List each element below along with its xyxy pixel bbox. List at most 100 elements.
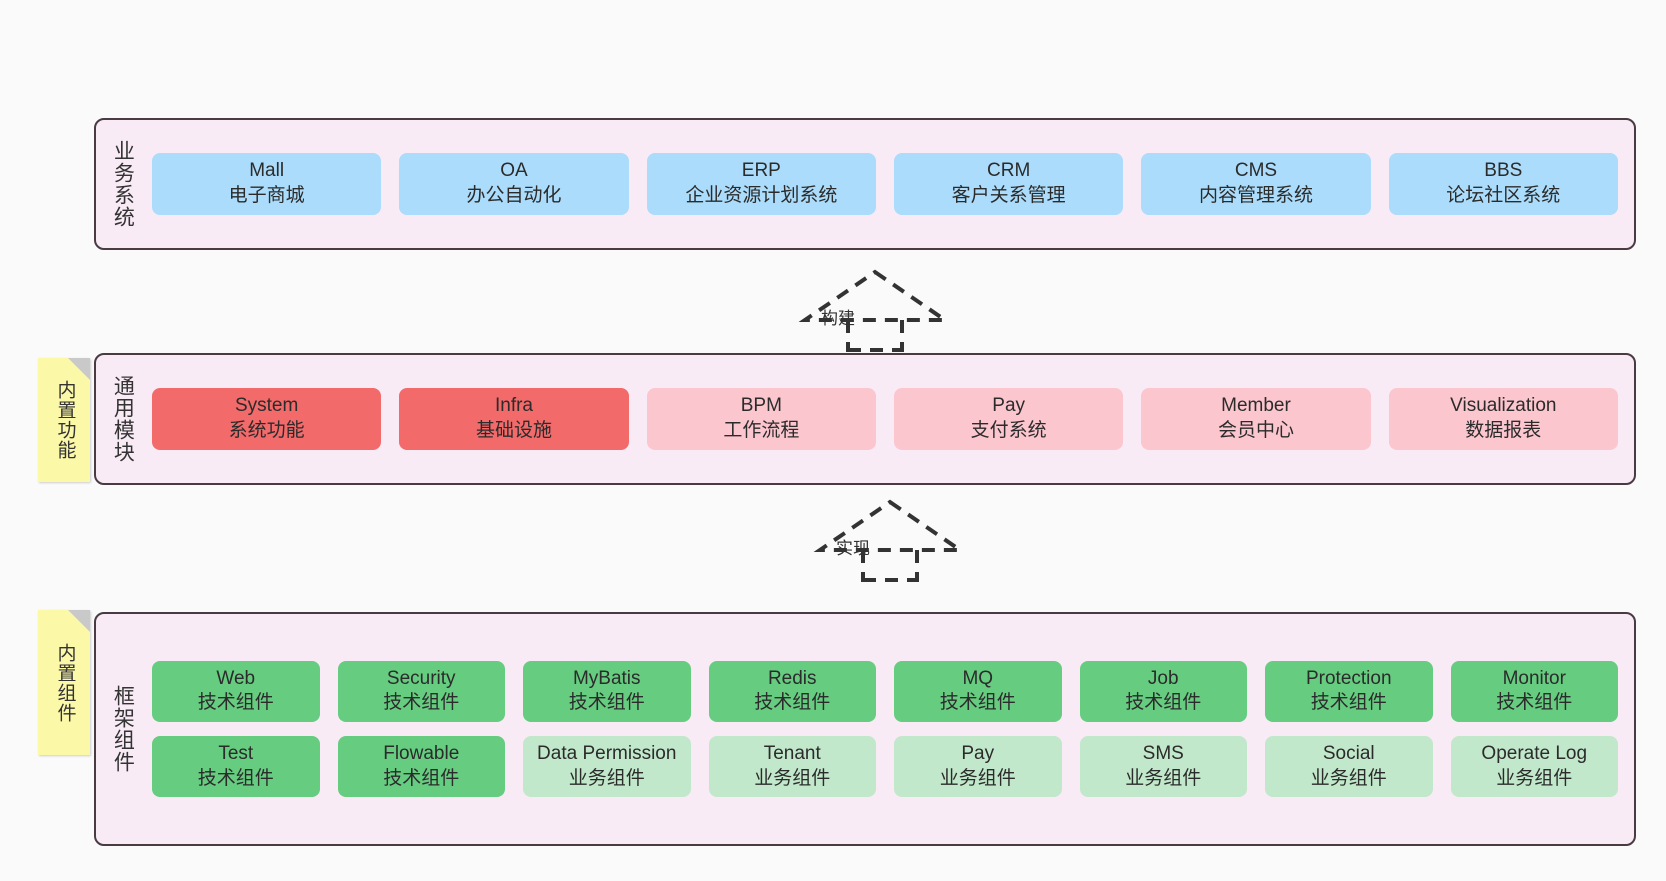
card-pay-business[interactable]: Pay 业务组件	[894, 736, 1062, 798]
card-mq[interactable]: MQ 技术组件	[894, 660, 1062, 722]
card-title: Tenant	[763, 743, 821, 764]
card-visualization[interactable]: Visualization 数据报表	[1388, 388, 1618, 450]
connector-label-build: 构建	[821, 309, 855, 328]
card-subtitle: 技术组件	[754, 692, 831, 714]
card-subtitle: 业务组件	[754, 767, 831, 789]
card-flowable[interactable]: Flowable 技术组件	[337, 736, 505, 798]
card-bbs[interactable]: BBS 论坛社区系统	[1388, 153, 1618, 215]
card-sms[interactable]: SMS 业务组件	[1079, 736, 1247, 798]
card-row: System 系统功能 Infra 基础设施 BPM 工作流程 Pay 支付系统…	[152, 388, 1618, 450]
connector-implement: 实现	[813, 498, 967, 582]
card-subtitle: 企业资源计划系统	[685, 185, 838, 206]
card-title: Visualization	[1450, 395, 1557, 417]
card-mybatis[interactable]: MyBatis 技术组件	[523, 660, 691, 722]
card-row: Web 技术组件 Security 技术组件 MyBatis 技术组件 Redi…	[152, 660, 1618, 722]
folded-corner-icon	[68, 358, 90, 380]
card-monitor[interactable]: Monitor 技术组件	[1450, 660, 1618, 722]
card-title: Member	[1221, 395, 1291, 417]
card-subtitle: 业务组件	[1496, 767, 1573, 789]
card-subtitle: 技术组件	[1496, 692, 1573, 714]
card-subtitle: 支付系统	[970, 420, 1047, 441]
card-pay[interactable]: Pay 支付系统	[893, 388, 1124, 450]
card-mall[interactable]: Mall 电子商城	[152, 153, 382, 215]
generalization-arrow-icon	[813, 499, 967, 582]
layer-common-module: 通用模块 System 系统功能 Infra 基础设施 BPM 工作流程 Pay…	[94, 353, 1636, 485]
card-title: OA	[500, 160, 528, 182]
card-subtitle: 技术组件	[939, 692, 1016, 714]
card-web[interactable]: Web 技术组件	[152, 660, 320, 722]
card-title: Test	[218, 743, 254, 764]
card-subtitle: 技术组件	[197, 692, 274, 714]
card-protection[interactable]: Protection 技术组件	[1265, 660, 1433, 722]
sticky-note-label: 内置功能	[54, 380, 76, 460]
card-subtitle: 基础设施	[475, 420, 552, 441]
card-title: ERP	[741, 160, 781, 182]
card-subtitle: 会员中心	[1217, 420, 1294, 441]
card-subtitle: 数据报表	[1465, 420, 1542, 441]
layer-label-business-system: 业务系统	[111, 140, 135, 228]
card-security[interactable]: Security 技术组件	[337, 660, 505, 722]
card-subtitle: 业务组件	[1125, 767, 1202, 789]
card-subtitle: 技术组件	[1125, 692, 1202, 714]
layer-label-common-module: 通用模块	[111, 375, 135, 463]
card-oa[interactable]: OA 办公自动化	[399, 153, 629, 215]
card-social[interactable]: Social 业务组件	[1265, 736, 1433, 798]
card-title: Mall	[249, 160, 285, 182]
layer-body-business-system: Mall 电子商城 OA 办公自动化 ERP 企业资源计划系统 CRM 客户关系…	[148, 120, 1634, 248]
card-tenant[interactable]: Tenant 业务组件	[708, 736, 876, 798]
card-job[interactable]: Job 技术组件	[1079, 660, 1247, 722]
layer-framework-component: 框架组件 Web 技术组件 Security 技术组件 MyBatis 技术组件…	[94, 612, 1636, 846]
card-erp[interactable]: ERP 企业资源计划系统	[646, 153, 876, 215]
card-row: Mall 电子商城 OA 办公自动化 ERP 企业资源计划系统 CRM 客户关系…	[152, 153, 1618, 215]
card-title: Social	[1322, 743, 1375, 764]
card-subtitle: 技术组件	[383, 692, 460, 714]
generalization-arrow-icon	[798, 269, 952, 352]
card-title: CRM	[987, 160, 1031, 182]
sticky-note-label: 内置组件	[54, 642, 76, 723]
card-title: Monitor	[1502, 667, 1566, 689]
card-title: Security	[386, 667, 456, 689]
layer-business-system: 业务系统 Mall 电子商城 OA 办公自动化 ERP 企业资源计划系统 CRM…	[94, 118, 1636, 250]
card-subtitle: 客户关系管理	[951, 185, 1066, 206]
card-title: Protection	[1305, 667, 1392, 689]
card-system[interactable]: System 系统功能	[152, 388, 382, 450]
card-crm[interactable]: CRM 客户关系管理	[893, 153, 1124, 215]
card-title: Pay	[992, 395, 1026, 417]
card-subtitle: 业务组件	[939, 767, 1016, 789]
card-subtitle: 技术组件	[383, 767, 460, 789]
card-title: CMS	[1234, 160, 1278, 182]
card-redis[interactable]: Redis 技术组件	[708, 660, 876, 722]
card-title: Pay	[961, 743, 995, 764]
card-subtitle: 系统功能	[228, 420, 305, 441]
card-subtitle: 业务组件	[568, 767, 645, 789]
connector-build: 构建	[798, 268, 952, 352]
card-title: Operate Log	[1481, 743, 1588, 764]
card-subtitle: 论坛社区系统	[1446, 185, 1561, 206]
card-cms[interactable]: CMS 内容管理系统	[1141, 153, 1371, 215]
card-infra[interactable]: Infra 基础设施	[399, 388, 629, 450]
card-bpm[interactable]: BPM 工作流程	[646, 388, 876, 450]
card-row: Test 技术组件 Flowable 技术组件 Data Permission …	[152, 736, 1618, 798]
card-title: Web	[216, 667, 256, 689]
card-title: Redis	[767, 667, 817, 689]
connector-label-implement: 实现	[836, 539, 870, 558]
layer-body-common-module: System 系统功能 Infra 基础设施 BPM 工作流程 Pay 支付系统…	[148, 355, 1634, 483]
card-subtitle: 技术组件	[568, 692, 645, 714]
card-title: BBS	[1484, 160, 1523, 182]
folded-corner-icon	[68, 610, 90, 632]
card-subtitle: 办公自动化	[466, 185, 562, 206]
card-test[interactable]: Test 技术组件	[152, 736, 320, 798]
card-title: Data Permission	[537, 743, 677, 764]
layer-label-framework-component: 框架组件	[111, 685, 135, 773]
card-member[interactable]: Member 会员中心	[1141, 388, 1371, 450]
sticky-note-builtin-function: 内置功能	[38, 358, 90, 482]
card-title: System	[234, 395, 299, 417]
card-title: BPM	[740, 395, 782, 417]
card-data-permission[interactable]: Data Permission 业务组件	[523, 736, 691, 798]
card-subtitle: 业务组件	[1310, 767, 1387, 789]
card-operate-log[interactable]: Operate Log 业务组件	[1450, 736, 1618, 798]
card-title: Infra	[494, 395, 533, 417]
layer-body-framework-component: Web 技术组件 Security 技术组件 MyBatis 技术组件 Redi…	[148, 614, 1634, 844]
card-subtitle: 技术组件	[197, 767, 274, 789]
